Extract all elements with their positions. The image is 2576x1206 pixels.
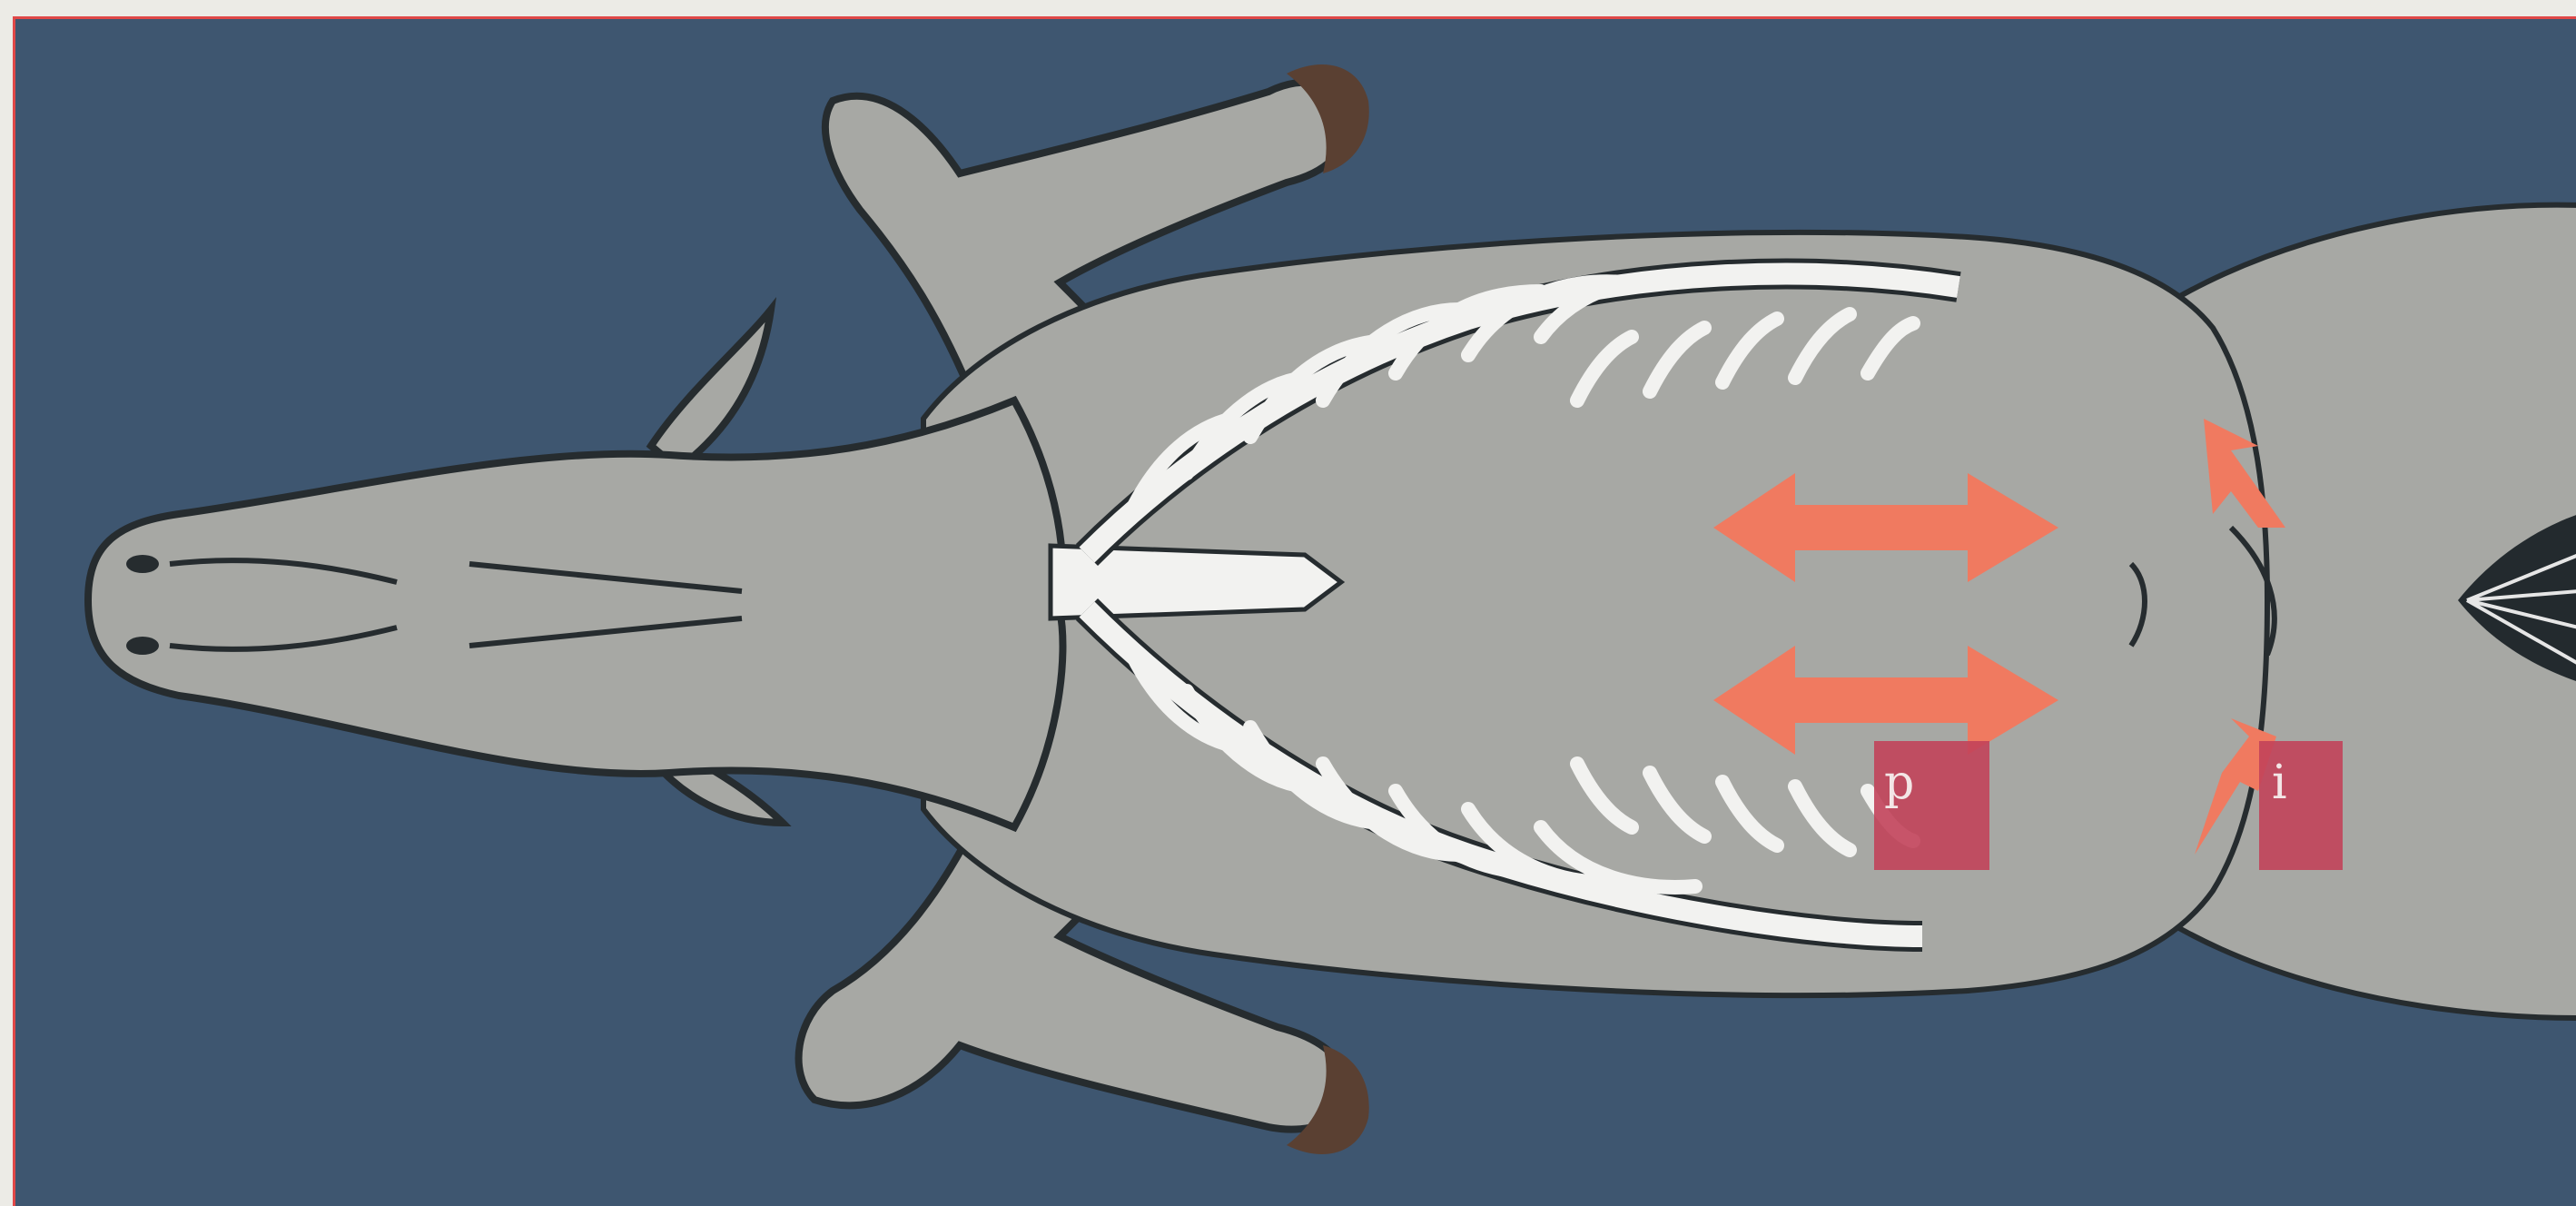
nostril-lower: [126, 637, 159, 655]
marker-i-label: i: [2272, 759, 2287, 806]
diagram-frame: p i: [13, 16, 2576, 1206]
nostril-upper: [126, 555, 159, 573]
horse-top-view-illustration: [15, 19, 2576, 1206]
marker-p-label: p: [1884, 759, 1914, 806]
